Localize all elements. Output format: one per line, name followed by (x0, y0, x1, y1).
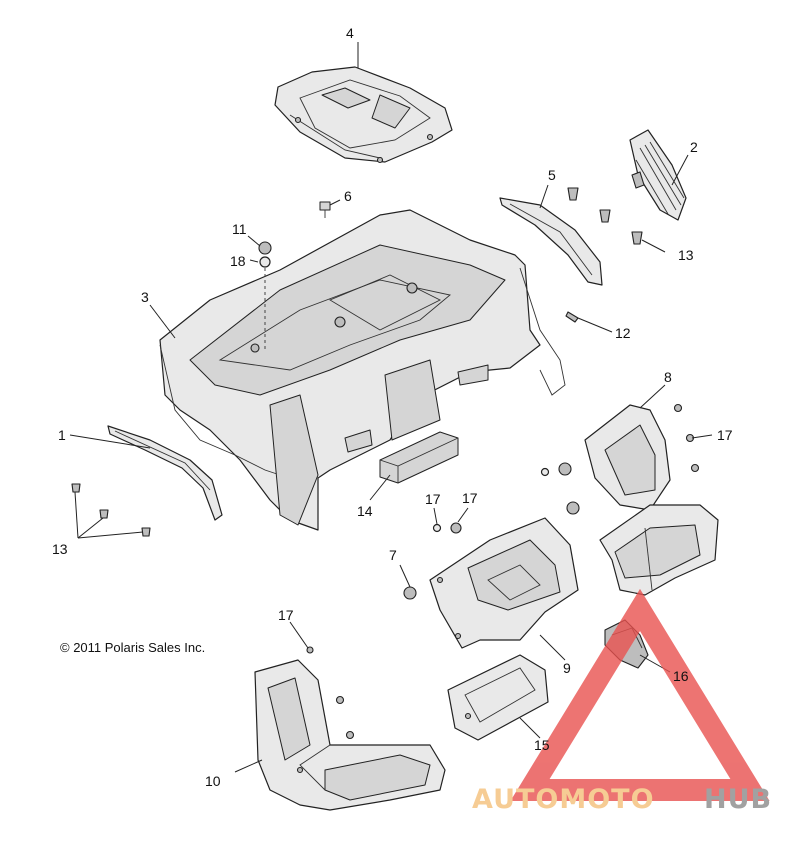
part-4-cover-panel (274, 66, 453, 164)
leader-lines (69, 42, 713, 773)
callout-14: 14 (357, 503, 373, 519)
part-1-edge-strip (107, 425, 223, 521)
callout-4: 4 (346, 25, 354, 41)
part-5-side-trim (499, 197, 603, 286)
part-9-center-tray (429, 517, 579, 649)
callout-20: 18 (230, 253, 246, 269)
callout-10: 10 (205, 773, 221, 789)
fasteners (71, 187, 700, 740)
callout-8: 8 (664, 369, 672, 385)
callout-17-right: 17 (717, 427, 733, 443)
part-15-flat-cover (447, 654, 549, 741)
watermark: AUTOMOTO HUB (472, 588, 772, 815)
part-14-foam-block (379, 431, 459, 484)
watermark-brand-part1: AUTOMOTO (472, 784, 655, 815)
part-10-lower-panel (254, 659, 446, 811)
copyright-text: © 2011 Polaris Sales Inc. (60, 640, 205, 655)
part-2-grille (629, 129, 687, 221)
callout-7: 7 (389, 547, 397, 563)
callout-13-left: 13 (52, 541, 68, 557)
callout-2: 2 (690, 139, 698, 155)
callout-13-right: 13 (678, 247, 694, 263)
part-8-tray (584, 404, 719, 596)
callout-15: 15 (534, 737, 550, 753)
callout-labels: 4 2 3 5 6 11 18 13 12 1 14 13 7 17 17 8 … (52, 25, 733, 789)
watermark-brand-part2: HUB (704, 784, 772, 815)
callout-1: 1 (58, 427, 66, 443)
callout-17-lower: 17 (278, 607, 294, 623)
callout-19: 17 (462, 490, 478, 506)
watermark-triangle-icon (510, 588, 770, 801)
callout-12: 12 (615, 325, 631, 341)
callout-3: 3 (141, 289, 149, 305)
callout-9: 9 (563, 660, 571, 676)
callout-11: 11 (232, 221, 247, 237)
callout-6: 6 (344, 188, 352, 204)
callout-5: 5 (548, 167, 556, 183)
callout-18: 17 (425, 491, 441, 507)
part-3-cargo-box (159, 209, 566, 531)
callout-16: 16 (673, 668, 689, 684)
